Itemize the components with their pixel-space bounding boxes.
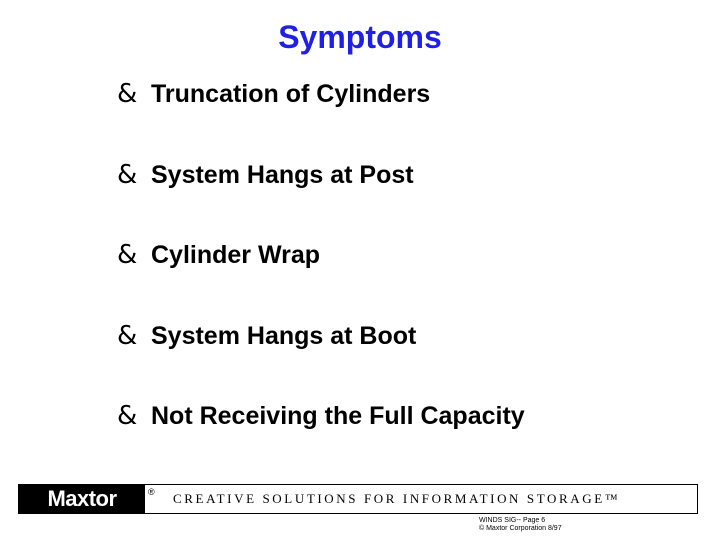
ampersand-bullet-icon: &	[117, 79, 138, 109]
list-item: & Truncation of Cylinders	[117, 74, 525, 114]
registered-mark: ®	[148, 487, 155, 497]
list-item: & Cylinder Wrap	[117, 235, 525, 275]
ampersand-bullet-icon: &	[117, 401, 138, 431]
ampersand-bullet-icon: &	[117, 320, 138, 351]
maxtor-logo: Maxtor	[19, 485, 145, 513]
bullet-text: System Hangs at Post	[151, 160, 414, 189]
bullet-text: Cylinder Wrap	[151, 241, 321, 269]
bullet-text: System Hangs at Boot	[151, 321, 417, 350]
footer-bar: Maxtor ® CREATIVE SOLUTIONS FOR INFORMAT…	[18, 484, 698, 514]
list-item: & Not Receiving the Full Capacity	[117, 396, 525, 436]
footer-note-copyright: © Maxtor Corporation 8/97	[479, 525, 562, 532]
list-item: & System Hangs at Boot	[117, 316, 525, 356]
footer-note: WINDS SIG-- Page 6 © Maxtor Corporation …	[479, 517, 562, 533]
symptom-list: & Truncation of Cylinders & System Hangs…	[117, 74, 525, 477]
bullet-text: Not Receiving the Full Capacity	[151, 402, 525, 430]
slide-title: Symptoms	[278, 19, 442, 55]
logo-text: Maxtor	[47, 486, 117, 511]
ampersand-bullet-icon: &	[117, 240, 138, 270]
bullet-text: Truncation of Cylinders	[151, 80, 431, 108]
footer-tagline: CREATIVE SOLUTIONS FOR INFORMATION STORA…	[173, 491, 621, 506]
footer-note-page: WINDS SIG-- Page 6	[479, 517, 546, 524]
ampersand-bullet-icon: &	[117, 159, 138, 190]
list-item: & System Hangs at Post	[117, 155, 525, 195]
